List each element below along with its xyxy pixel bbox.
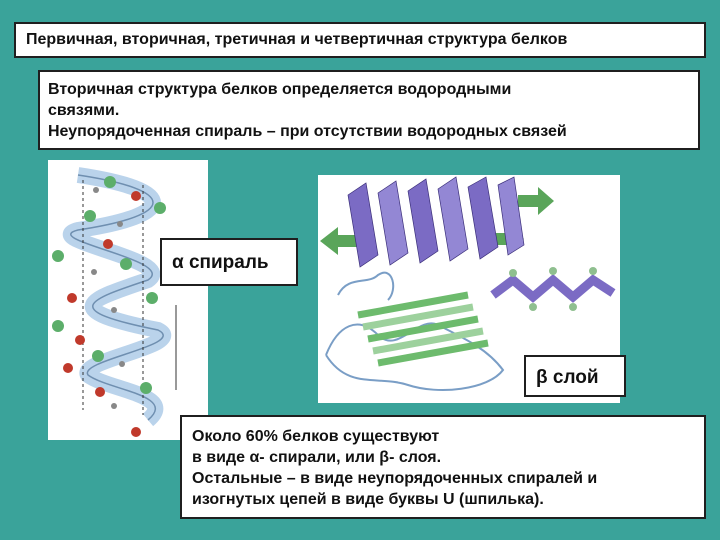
ribbon-model-strands — [357, 291, 489, 367]
oxygen-atom — [63, 363, 73, 373]
helix-backbone — [70, 174, 164, 421]
beta-sheet-label: β слой — [524, 355, 626, 397]
r-group-atom — [52, 320, 64, 332]
r-group-atom — [104, 176, 116, 188]
ribbon-model-loop — [325, 322, 505, 391]
atom — [569, 303, 577, 311]
oxygen-atom — [67, 293, 77, 303]
atom — [549, 267, 557, 275]
summary-text-box: Около 60% белков существуют в виде α- сп… — [180, 415, 706, 519]
info-line-3: Неупорядоченная спираль – при отсутствии… — [48, 123, 567, 140]
summary-line-3: Остальные – в виде неупорядоченных спира… — [192, 470, 598, 487]
r-group-atom — [52, 250, 64, 262]
summary-line-1: Около 60% белков существуют — [192, 428, 440, 445]
atom — [589, 267, 597, 275]
atom — [111, 307, 117, 313]
r-group-atom — [154, 202, 166, 214]
oxygen-atom — [95, 387, 105, 397]
r-group-atom — [146, 292, 158, 304]
alpha-helix-illustration — [48, 160, 208, 440]
summary-line-2: в виде α- спирали, или β- слоя. — [192, 449, 442, 466]
atom — [529, 303, 537, 311]
r-group-atom — [92, 350, 104, 362]
alpha-helix-diagram — [52, 167, 177, 437]
oxygen-atom — [75, 335, 85, 345]
atom — [117, 221, 123, 227]
oxygen-atom — [131, 191, 141, 201]
beta-sheet-illustration — [318, 175, 620, 403]
strand-arrow — [320, 227, 358, 255]
atom — [93, 187, 99, 193]
oxygen-atom — [131, 427, 141, 437]
slide-title: Первичная, вторичная, третичная и четвер… — [14, 22, 706, 58]
r-group-atom — [140, 382, 152, 394]
r-group-atom — [120, 258, 132, 270]
atom — [111, 403, 117, 409]
summary-line-4: изогнутых цепей в виде буквы U (шпилька)… — [192, 491, 544, 508]
beta-sheet-diagram — [320, 176, 616, 391]
atom — [91, 269, 97, 275]
side-view-strand — [490, 274, 616, 303]
oxygen-atom — [103, 239, 113, 249]
info-line-1: Вторичная структура белков определяется … — [48, 81, 512, 98]
pleated-sheet — [347, 176, 525, 268]
atom — [509, 269, 517, 277]
secondary-structure-info: Вторичная структура белков определяется … — [38, 70, 700, 150]
atom — [119, 361, 125, 367]
strand-arrow — [518, 187, 554, 215]
info-line-2: связями. — [48, 102, 120, 119]
ribbon-model-loop — [337, 271, 395, 301]
r-group-atom — [84, 210, 96, 222]
alpha-helix-label: α спираль — [160, 238, 298, 286]
